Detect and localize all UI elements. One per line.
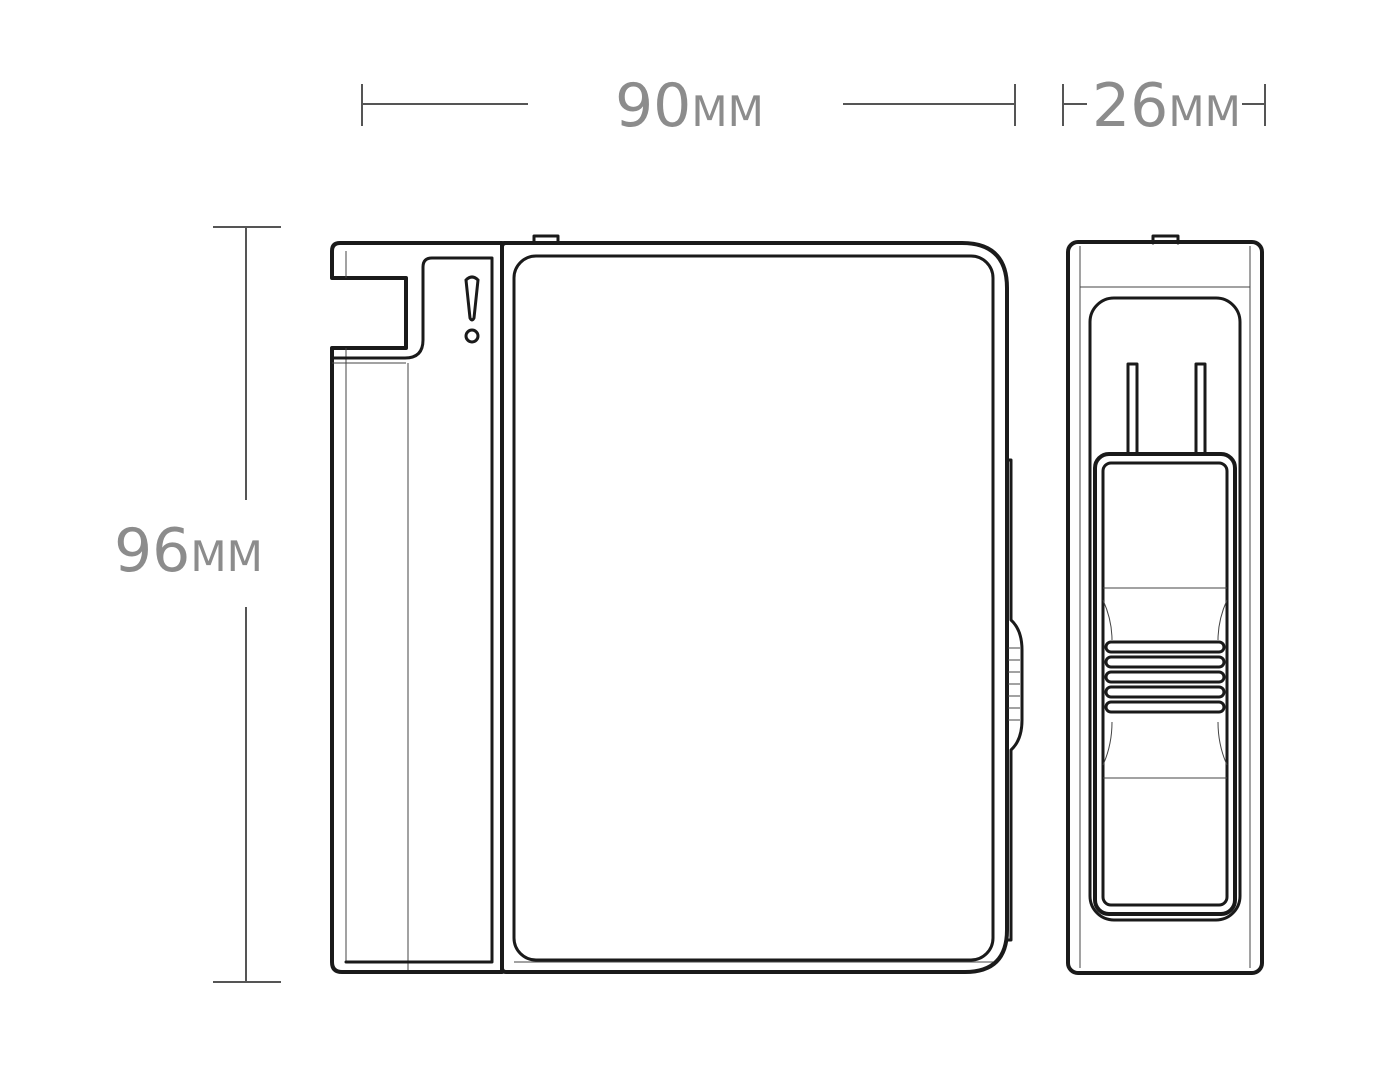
depth-unit: MM (1168, 87, 1240, 136)
plug-prong-left (1126, 362, 1139, 456)
side-plug-grip-ridges (1104, 640, 1226, 714)
height-value: 96 (114, 516, 190, 586)
side-plug-head-inner (1101, 461, 1229, 907)
side-plug-grip-contour (1102, 587, 1228, 779)
front-left-panel (330, 256, 494, 964)
width-value: 90 (615, 71, 691, 141)
side-body-outline (1066, 240, 1264, 975)
plug-prong-right (1194, 362, 1207, 456)
front-left-module-outline (330, 241, 504, 974)
depth-value: 26 (1092, 71, 1168, 141)
front-side-grip (1005, 458, 1024, 942)
width-unit: MM (691, 87, 763, 136)
front-grip-ridges (1008, 647, 1020, 721)
side-plug-cavity (1088, 296, 1242, 922)
height-dimension-label: 96MM (114, 516, 263, 586)
height-unit: MM (190, 532, 262, 581)
width-dimension-label: 90MM (615, 71, 764, 141)
front-top-button (532, 234, 560, 245)
side-view (1066, 234, 1264, 975)
width-dimension: 90MM (361, 71, 1016, 141)
depth-dimension: 26MM (1062, 71, 1266, 141)
front-main-body (500, 241, 1009, 974)
front-left-clip-inner (332, 251, 406, 962)
height-dimension: 96MM (114, 226, 281, 983)
exclamation-mark-icon (464, 275, 480, 344)
front-face-panel (512, 254, 995, 962)
front-view (330, 234, 1024, 974)
depth-dimension-label: 26MM (1092, 71, 1241, 141)
plug-prongs-icon (1126, 362, 1207, 456)
side-top-button (1151, 234, 1180, 245)
side-plug-head (1093, 452, 1237, 916)
